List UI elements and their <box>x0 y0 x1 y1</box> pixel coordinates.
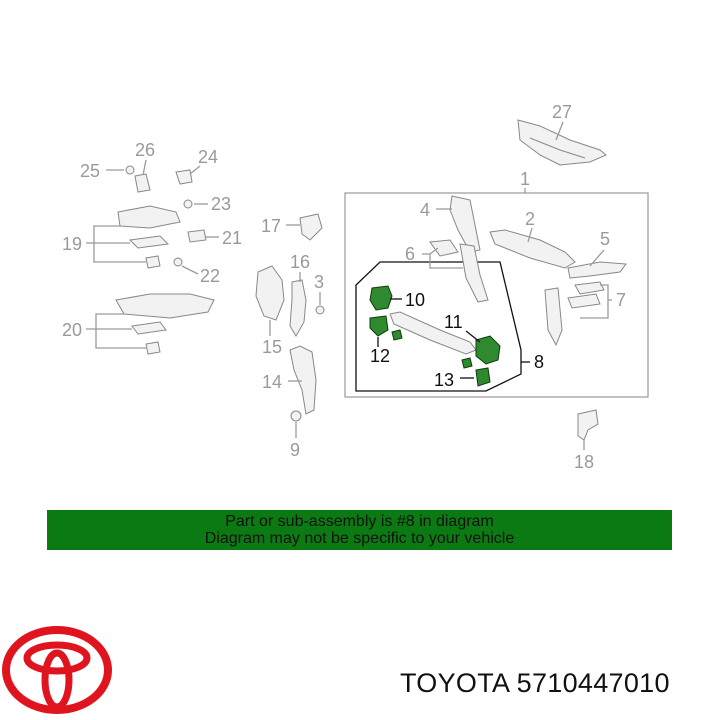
callout-11: 11 <box>444 312 463 332</box>
callout-9: 9 <box>290 440 300 460</box>
callout-10: 10 <box>405 290 425 310</box>
part-23[interactable] <box>183 199 193 209</box>
part-8-beam[interactable] <box>389 311 477 355</box>
callout-4: 4 <box>420 200 430 220</box>
callout-19: 19 <box>62 234 82 254</box>
callout-22: 22 <box>200 266 220 286</box>
callout-21: 21 <box>222 228 242 248</box>
callout-6: 6 <box>405 244 415 264</box>
assembly-box-8 <box>355 261 522 392</box>
leader-20 <box>86 313 146 349</box>
part-2[interactable] <box>489 229 576 269</box>
part-15[interactable] <box>255 265 285 321</box>
callout-5: 5 <box>600 229 610 249</box>
part-10[interactable] <box>369 285 393 311</box>
part-14[interactable] <box>289 345 317 415</box>
callout-14: 14 <box>262 372 282 392</box>
callout-17: 17 <box>261 216 281 236</box>
part-6[interactable] <box>429 239 489 303</box>
callout-2: 2 <box>525 209 535 229</box>
leader-24 <box>189 165 201 175</box>
callout-15: 15 <box>262 337 282 357</box>
callout-25: 25 <box>80 161 100 181</box>
toyota-logo-icon <box>2 626 112 714</box>
leader-11 <box>465 330 481 343</box>
callout-16: 16 <box>290 252 310 272</box>
leader-7 <box>580 284 612 319</box>
part-9[interactable] <box>290 410 302 422</box>
part-26[interactable] <box>134 173 151 193</box>
part-24[interactable] <box>175 169 193 185</box>
callout-18: 18 <box>574 452 594 472</box>
assembly-box-1 <box>344 192 649 398</box>
callout-20: 20 <box>62 320 82 340</box>
part-17[interactable] <box>299 213 323 241</box>
callout-23: 23 <box>211 194 231 214</box>
callout-7: 7 <box>616 290 626 310</box>
callout-12: 12 <box>370 346 390 366</box>
part-16[interactable] <box>289 279 307 337</box>
callout-26: 26 <box>135 140 155 160</box>
leader-19 <box>86 225 146 263</box>
leader-26 <box>142 159 147 176</box>
part-12[interactable] <box>369 315 403 341</box>
part-13[interactable] <box>461 357 491 387</box>
part-27[interactable] <box>517 119 607 166</box>
notice-banner: Part or sub-assembly is #8 in diagram Di… <box>47 510 672 550</box>
part-7[interactable] <box>544 281 605 347</box>
part-21[interactable] <box>187 229 207 243</box>
part-19[interactable] <box>117 205 181 269</box>
notice-line-1: Part or sub-assembly is #8 in diagram <box>225 513 494 530</box>
callout-8: 8 <box>534 352 544 372</box>
part-4[interactable] <box>449 195 481 253</box>
part-5[interactable] <box>567 261 627 279</box>
part-25[interactable] <box>125 165 135 175</box>
part-3[interactable] <box>315 305 325 315</box>
part-20[interactable] <box>115 293 215 355</box>
part-22[interactable] <box>173 257 183 267</box>
leader-2 <box>527 227 533 243</box>
callout-13: 13 <box>434 370 454 390</box>
brand-part-number: TOYOTA 5710447010 <box>400 668 670 698</box>
part-11[interactable] <box>475 335 501 365</box>
leader-22 <box>181 265 199 275</box>
leader-6 <box>422 247 463 269</box>
callout-27: 27 <box>552 102 572 122</box>
parts-diagram: 27 1 4 2 6 5 7 10 12 <box>62 102 649 472</box>
leader-5 <box>589 249 605 267</box>
callout-3: 3 <box>314 272 324 292</box>
notice-line-2: Diagram may not be specific to your vehi… <box>204 530 515 547</box>
part-18[interactable] <box>577 409 599 441</box>
callout-1: 1 <box>520 169 530 189</box>
callout-24: 24 <box>198 147 218 167</box>
